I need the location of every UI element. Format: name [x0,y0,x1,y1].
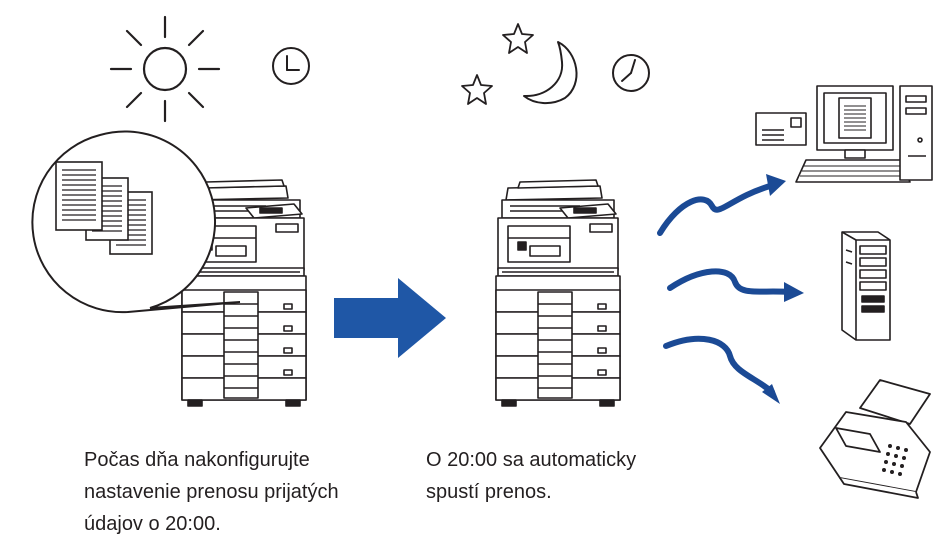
caption-line: spustí prenos. [426,481,552,503]
caption-line: O 20:00 sa automaticky [426,449,637,471]
moon-icon [523,41,578,104]
fax-icon [819,379,931,499]
star-icon [461,74,493,105]
caption-night: O 20:00 sa automaticky spustí prenos. [426,444,726,508]
arrow-icon [334,278,446,358]
clock-icon [612,54,650,92]
server-icon [841,231,891,341]
caption-line: Počas dňa nakonfigurujte [84,449,310,471]
arrow-head [762,174,804,404]
caption-line: nastavenie prenosu prijatých [84,481,339,503]
sun-icon [109,15,221,123]
star-icon [502,23,534,54]
clock-icon [272,47,310,85]
document-stack-icon [55,161,153,255]
copier-icon [495,179,621,407]
computer-icon [755,85,933,183]
caption-line: údajov o 20:00. [84,513,221,535]
transmission-arrow [657,183,793,395]
caption-daytime: Počas dňa nakonfigurujte nastavenie pren… [84,444,394,540]
